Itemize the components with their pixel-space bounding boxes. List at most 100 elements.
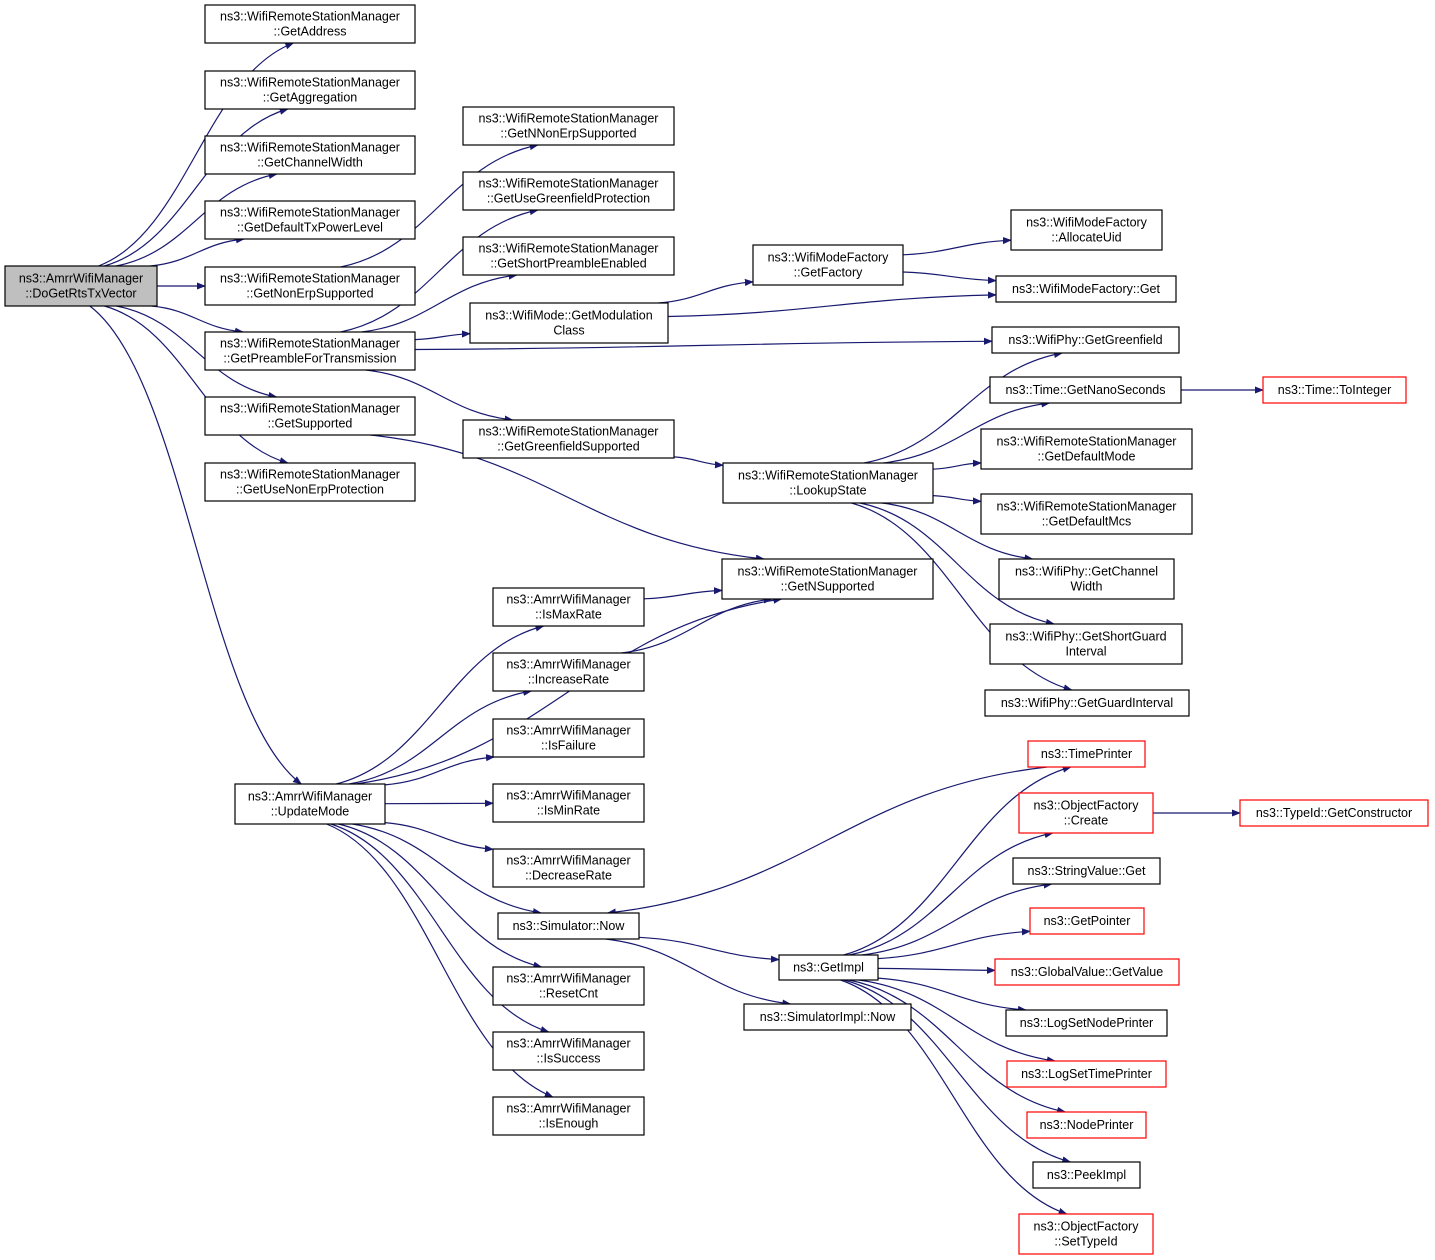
node-box[interactable] bbox=[462, 419, 675, 459]
node-box[interactable] bbox=[1006, 1060, 1167, 1088]
node-root[interactable]: ns3::AmrrWifiManager::DoGetRtsTxVector bbox=[4, 265, 158, 307]
node-box[interactable] bbox=[722, 462, 934, 504]
node-box[interactable] bbox=[492, 587, 645, 627]
node-box[interactable] bbox=[492, 718, 645, 758]
node-resetcnt[interactable]: ns3::AmrrWifiManager::ResetCnt bbox=[492, 966, 645, 1006]
node-decreaserate[interactable]: ns3::AmrrWifiManager::DecreaseRate bbox=[492, 848, 645, 888]
node-box[interactable] bbox=[469, 302, 669, 344]
node-box[interactable] bbox=[492, 848, 645, 888]
node-getnnonerp[interactable]: ns3::WifiRemoteStationManager::GetNNonEr… bbox=[462, 106, 675, 146]
node-getimpl[interactable]: ns3::GetImpl bbox=[778, 954, 879, 981]
node-box[interactable] bbox=[492, 1096, 645, 1136]
node-isenough[interactable]: ns3::AmrrWifiManager::IsEnough bbox=[492, 1096, 645, 1136]
node-getnonerp[interactable]: ns3::WifiRemoteStationManager::GetNonErp… bbox=[204, 266, 416, 306]
node-box[interactable] bbox=[752, 244, 904, 286]
node-box[interactable] bbox=[234, 783, 386, 825]
node-box[interactable] bbox=[492, 652, 645, 692]
node-box[interactable] bbox=[204, 266, 416, 306]
node-box[interactable] bbox=[1018, 792, 1154, 834]
node-getaggr[interactable]: ns3::WifiRemoteStationManager::GetAggreg… bbox=[204, 70, 416, 110]
node-wmfget[interactable]: ns3::WifiModeFactory::Get bbox=[995, 275, 1177, 303]
node-box[interactable] bbox=[991, 326, 1180, 354]
node-box[interactable] bbox=[204, 4, 416, 44]
node-box[interactable] bbox=[998, 558, 1175, 600]
node-isminrate[interactable]: ns3::AmrrWifiManager::IsMinRate bbox=[492, 783, 645, 823]
node-box[interactable] bbox=[989, 623, 1183, 665]
node-box[interactable] bbox=[989, 376, 1182, 404]
node-box[interactable] bbox=[462, 106, 675, 146]
node-ofcreate[interactable]: ns3::ObjectFactory::Create bbox=[1018, 792, 1154, 834]
node-phygetchw[interactable]: ns3::WifiPhy::GetChannelWidth bbox=[998, 558, 1175, 600]
node-issuccess[interactable]: ns3::AmrrWifiManager::IsSuccess bbox=[492, 1031, 645, 1071]
node-peekimpl[interactable]: ns3::PeekImpl bbox=[1032, 1161, 1141, 1189]
node-box[interactable] bbox=[204, 462, 416, 502]
node-increaserate[interactable]: ns3::AmrrWifiManager::IncreaseRate bbox=[492, 652, 645, 692]
node-lookupstate[interactable]: ns3::WifiRemoteStationManager::LookupSta… bbox=[722, 462, 934, 504]
node-getsupp[interactable]: ns3::WifiRemoteStationManager::GetSuppor… bbox=[204, 396, 416, 436]
node-getnanosec[interactable]: ns3::Time::GetNanoSeconds bbox=[989, 376, 1182, 404]
node-box[interactable] bbox=[204, 70, 416, 110]
node-box[interactable] bbox=[497, 912, 640, 940]
node-box[interactable] bbox=[492, 1031, 645, 1071]
node-updatemode[interactable]: ns3::AmrrWifiManager::UpdateMode bbox=[234, 783, 386, 825]
node-box[interactable] bbox=[462, 236, 675, 276]
node-box[interactable] bbox=[204, 331, 416, 371]
node-box[interactable] bbox=[1239, 799, 1429, 827]
node-getctor[interactable]: ns3::TypeId::GetConstructor bbox=[1239, 799, 1429, 827]
node-getdefmode[interactable]: ns3::WifiRemoteStationManager::GetDefaul… bbox=[980, 428, 1193, 470]
node-getusenonerp[interactable]: ns3::WifiRemoteStationManager::GetUseNon… bbox=[204, 462, 416, 502]
node-logsetnode[interactable]: ns3::LogSetNodePrinter bbox=[1005, 1009, 1168, 1037]
node-simnow[interactable]: ns3::Simulator::Now bbox=[497, 912, 640, 940]
node-box[interactable] bbox=[995, 275, 1177, 303]
node-getgfsupp[interactable]: ns3::WifiRemoteStationManager::GetGreenf… bbox=[462, 419, 675, 459]
node-box[interactable] bbox=[462, 171, 675, 211]
node-wmfgetfactory[interactable]: ns3::WifiModeFactory::GetFactory bbox=[752, 244, 904, 286]
node-getgi[interactable]: ns3::WifiPhy::GetGuardInterval bbox=[984, 689, 1190, 717]
node-getchw[interactable]: ns3::WifiRemoteStationManager::GetChanne… bbox=[204, 135, 416, 175]
node-box[interactable] bbox=[994, 958, 1180, 986]
node-box[interactable] bbox=[1010, 209, 1163, 251]
node-box[interactable] bbox=[721, 558, 934, 600]
node-box[interactable] bbox=[204, 396, 416, 436]
node-getnsupp[interactable]: ns3::WifiRemoteStationManager::GetNSuppo… bbox=[721, 558, 934, 600]
node-box[interactable] bbox=[980, 428, 1193, 470]
node-box[interactable] bbox=[1026, 1111, 1147, 1139]
node-strvalget[interactable]: ns3::StringValue::Get bbox=[1012, 857, 1161, 885]
node-logsettime[interactable]: ns3::LogSetTimePrinter bbox=[1006, 1060, 1167, 1088]
node-box[interactable] bbox=[4, 265, 158, 307]
node-box[interactable] bbox=[492, 966, 645, 1006]
node-box[interactable] bbox=[984, 689, 1190, 717]
node-getdtxp[interactable]: ns3::WifiRemoteStationManager::GetDefaul… bbox=[204, 200, 416, 240]
node-allocateuid[interactable]: ns3::WifiModeFactory::AllocateUid bbox=[1010, 209, 1163, 251]
node-box[interactable] bbox=[1012, 857, 1161, 885]
node-getdefmcs[interactable]: ns3::WifiRemoteStationManager::GetDefaul… bbox=[980, 493, 1193, 535]
node-ofsettypeid[interactable]: ns3::ObjectFactory::SetTypeId bbox=[1018, 1213, 1154, 1255]
node-box[interactable] bbox=[204, 200, 416, 240]
node-box[interactable] bbox=[1027, 740, 1146, 768]
node-getaddr[interactable]: ns3::WifiRemoteStationManager::GetAddres… bbox=[204, 4, 416, 44]
node-getpreamble[interactable]: ns3::WifiRemoteStationManager::GetPreamb… bbox=[204, 331, 416, 371]
node-box[interactable] bbox=[1262, 376, 1407, 404]
node-tointeger[interactable]: ns3::Time::ToInteger bbox=[1262, 376, 1407, 404]
node-box[interactable] bbox=[1018, 1213, 1154, 1255]
node-getpointer[interactable]: ns3::GetPointer bbox=[1029, 907, 1145, 935]
node-timeprinter[interactable]: ns3::TimePrinter bbox=[1027, 740, 1146, 768]
node-ismaxrate[interactable]: ns3::AmrrWifiManager::IsMaxRate bbox=[492, 587, 645, 627]
node-gvgetvalue[interactable]: ns3::GlobalValue::GetValue bbox=[994, 958, 1180, 986]
node-box[interactable] bbox=[1029, 907, 1145, 935]
node-isfailure[interactable]: ns3::AmrrWifiManager::IsFailure bbox=[492, 718, 645, 758]
node-getshortpre[interactable]: ns3::WifiRemoteStationManager::GetShortP… bbox=[462, 236, 675, 276]
node-getusegf[interactable]: ns3::WifiRemoteStationManager::GetUseGre… bbox=[462, 171, 675, 211]
node-box[interactable] bbox=[980, 493, 1193, 535]
node-box[interactable] bbox=[1032, 1161, 1141, 1189]
node-box[interactable] bbox=[1005, 1009, 1168, 1037]
node-getgreenfield[interactable]: ns3::WifiPhy::GetGreenfield bbox=[991, 326, 1180, 354]
node-simimplnow[interactable]: ns3::SimulatorImpl::Now bbox=[743, 1003, 912, 1031]
node-box[interactable] bbox=[204, 135, 416, 175]
node-box[interactable] bbox=[492, 783, 645, 823]
node-nodeprinter[interactable]: ns3::NodePrinter bbox=[1026, 1111, 1147, 1139]
node-box[interactable] bbox=[743, 1003, 912, 1031]
node-box[interactable] bbox=[778, 954, 879, 981]
